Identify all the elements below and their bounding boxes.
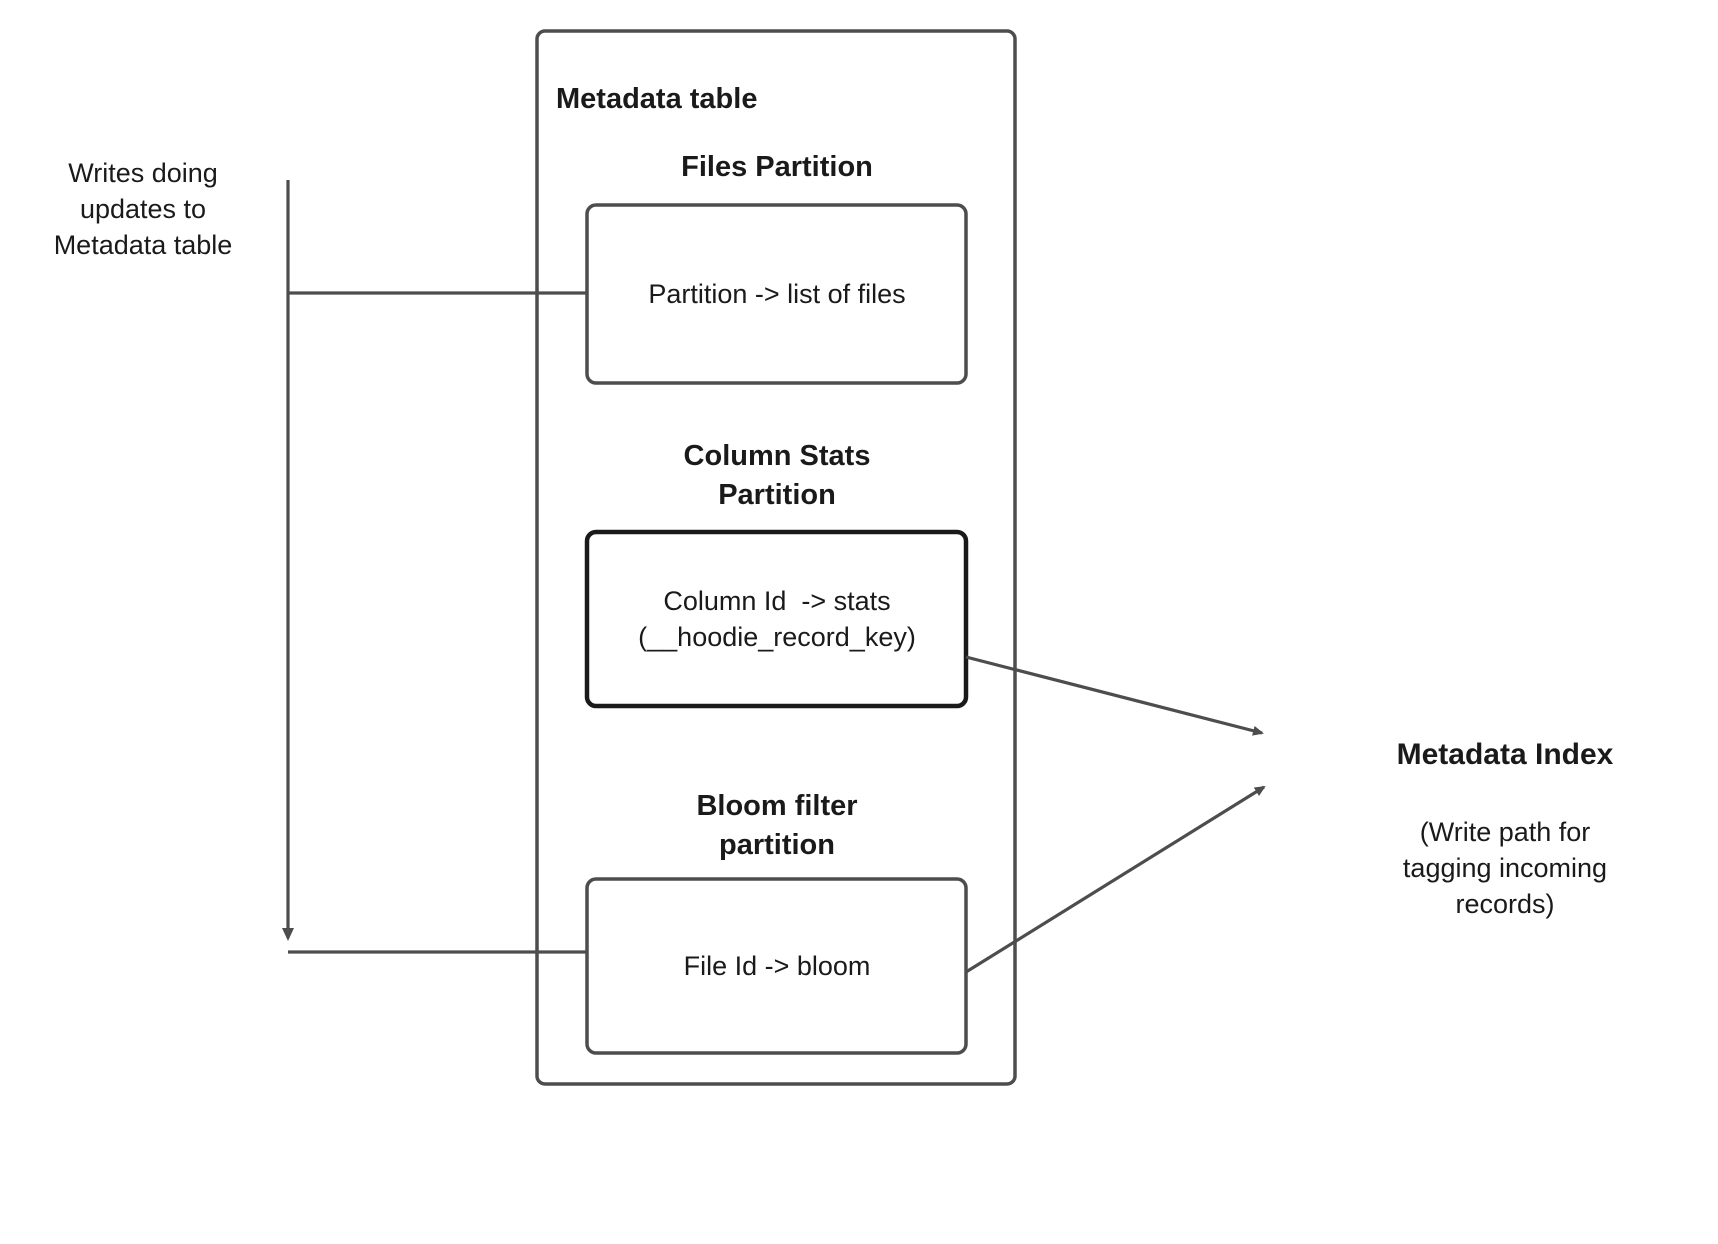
column-stats-partition-heading: Column Stats Partition	[683, 440, 871, 511]
column-stats-partition-box-label: Column Id -> stats (__hoodie_record_key)	[638, 585, 916, 652]
arrow-bloom-to-index	[965, 785, 1266, 974]
files-partition-heading: Files Partition	[681, 151, 873, 183]
files-partition-box-label: Partition -> list of files	[648, 278, 906, 309]
arrow-column-stats-to-index	[965, 655, 1264, 736]
writes-source-label: Writes doing updates to Metadata table	[53, 158, 233, 260]
metadata-table-title: Metadata table	[556, 83, 758, 115]
bloom-filter-partition-heading: Bloom filter partition	[696, 790, 858, 861]
metadata-index-subtitle: (Write path for tagging incoming records…	[1402, 817, 1608, 919]
metadata-index-title: Metadata Index	[1396, 738, 1614, 771]
bloom-filter-partition-box-label: File Id -> bloom	[683, 950, 871, 981]
